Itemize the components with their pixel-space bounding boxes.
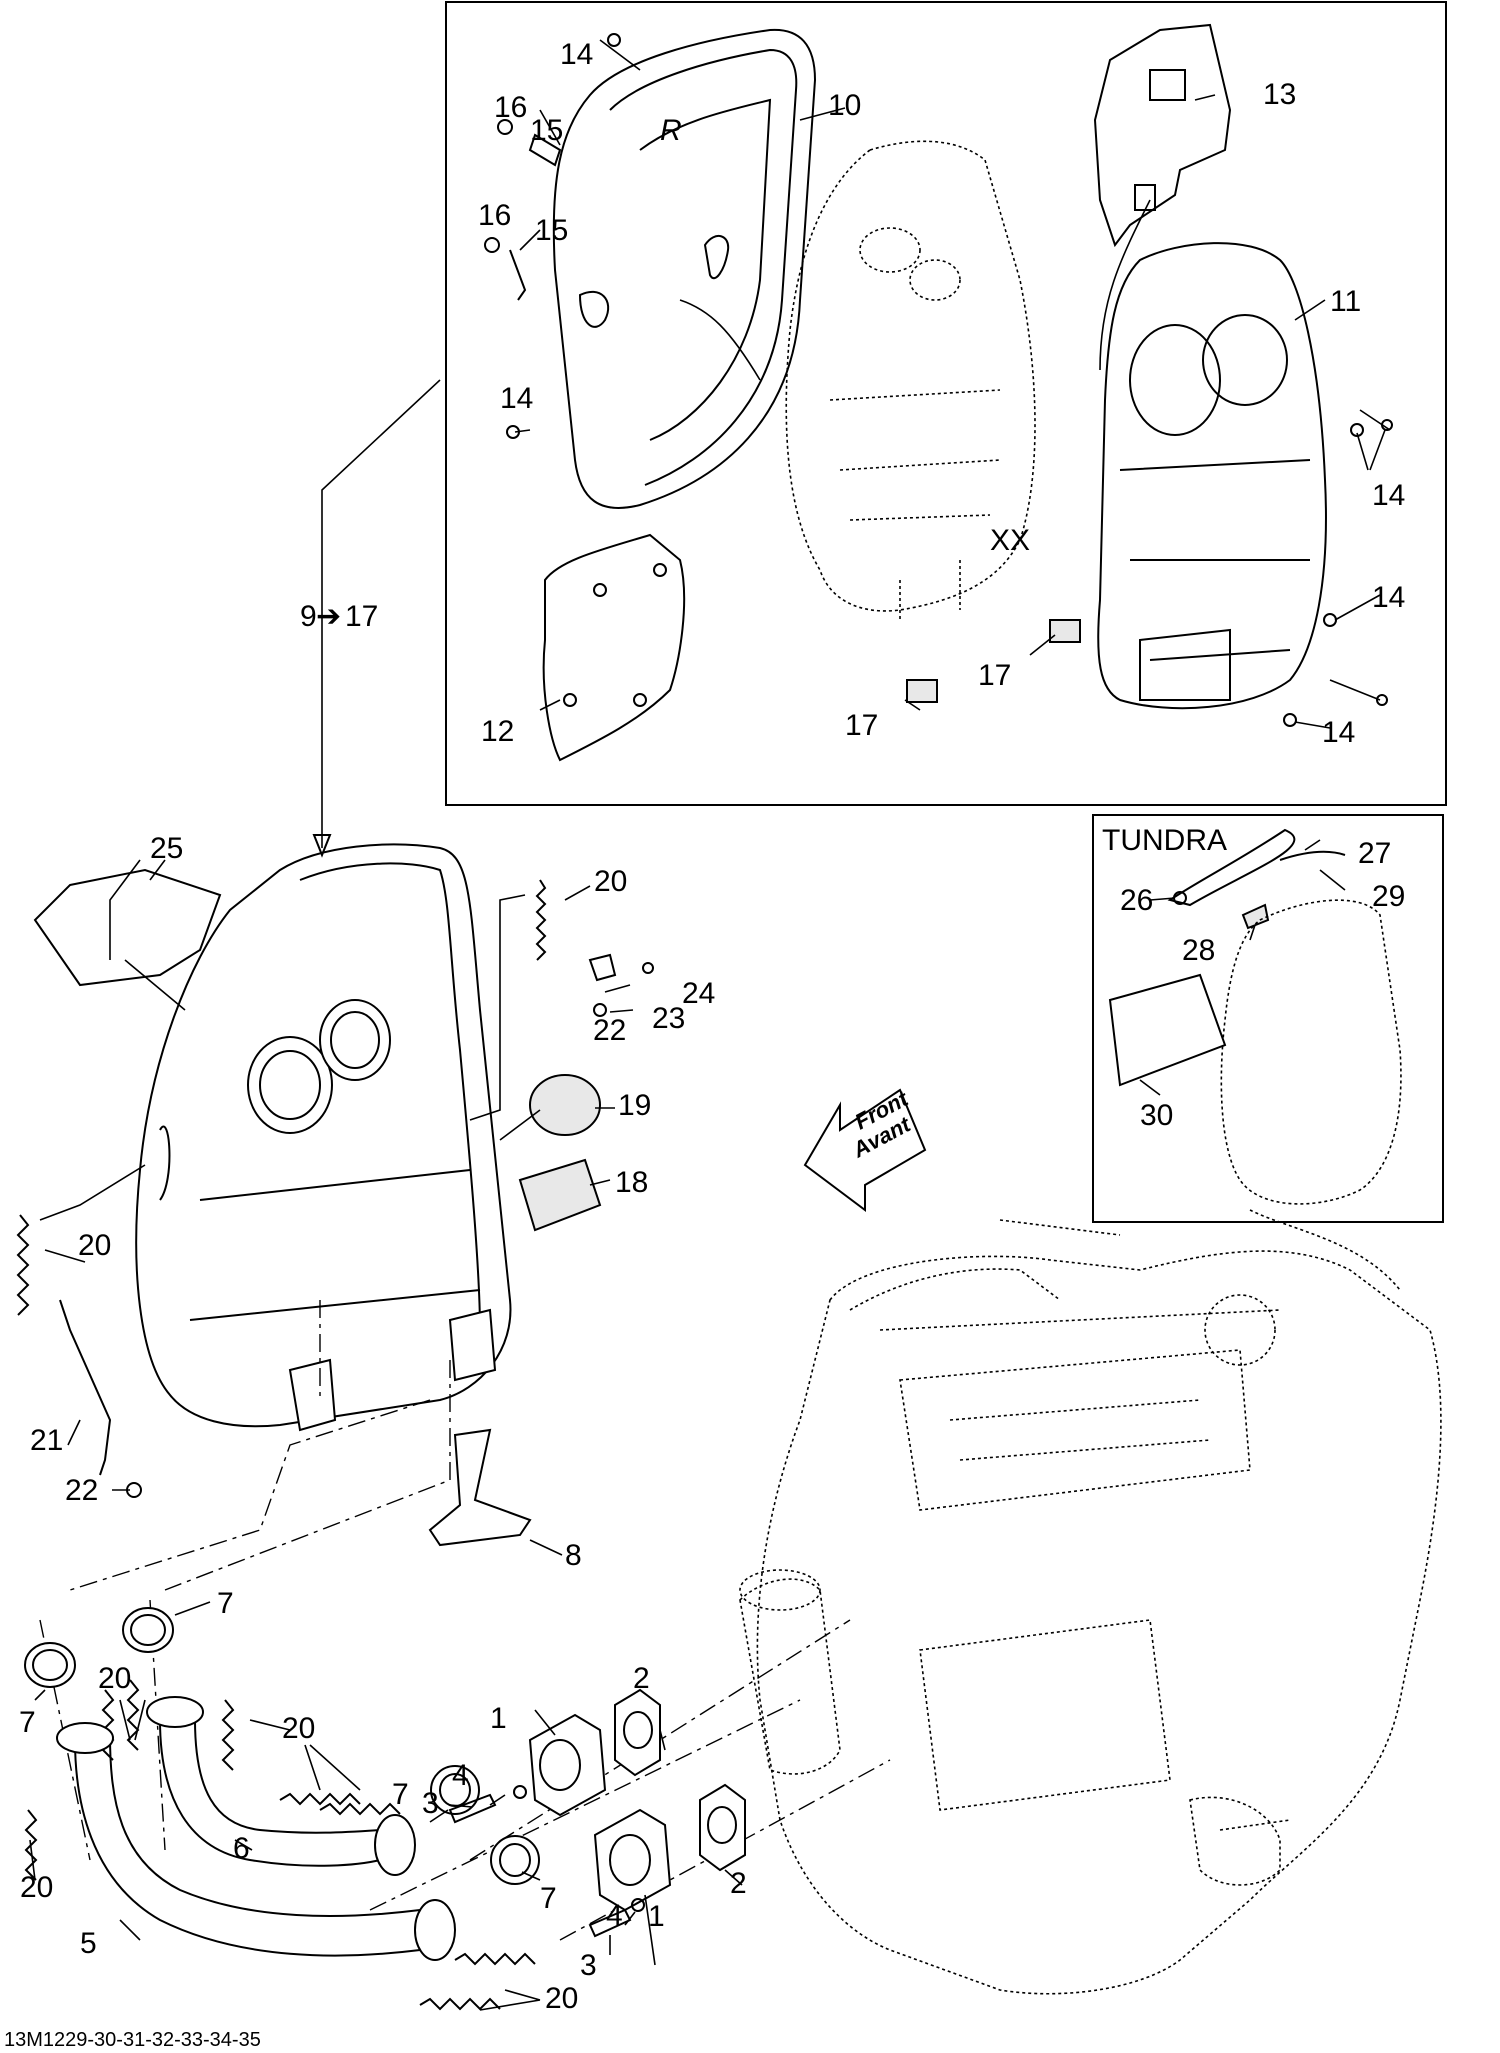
muffler-reference-outline <box>785 140 1036 612</box>
tundra-detail-frame <box>1092 814 1444 1223</box>
callout-13: 13 <box>1263 78 1296 111</box>
callout-labels: 14 16 15 16 15 10 13 11 14 14 14 14 17 1… <box>19 38 1405 2015</box>
flange-1a <box>528 1713 607 1817</box>
callout-3-b: 3 <box>580 1949 597 1982</box>
callout-1-b: 1 <box>648 1900 665 1933</box>
callout-20-b: 20 <box>78 1229 111 1262</box>
callout-17-b: 17 <box>845 709 878 742</box>
grommet-19 <box>529 1074 601 1136</box>
callout-15-b: 15 <box>535 214 568 247</box>
exhaust-pipe-5 <box>74 1739 421 1957</box>
callout-2-b: 2 <box>730 1867 747 1900</box>
callout-7-c: 7 <box>392 1778 409 1811</box>
callout-23: 23 <box>652 1002 685 1035</box>
range-label: 9 ➔ 17 <box>300 600 378 633</box>
callout-8: 8 <box>565 1539 582 1572</box>
callout-16-b: 16 <box>478 199 511 232</box>
callout-16-a: 16 <box>494 91 527 124</box>
gasket-2b <box>699 1783 746 1872</box>
bracket-21 <box>59 1299 112 1476</box>
callout-20-e: 20 <box>20 1871 53 1904</box>
seal-ring-7c <box>430 1765 480 1815</box>
seal-ring-7d <box>490 1835 540 1885</box>
range-arrow: ➔ <box>316 600 341 633</box>
front-direction-arrow: Front Avant <box>803 1085 927 1212</box>
callout-7-b: 7 <box>19 1706 36 1739</box>
muffler-detail-frame <box>445 1 1447 806</box>
callout-1-a: 1 <box>490 1702 507 1735</box>
flange-1b <box>593 1808 672 1912</box>
callout-30: 30 <box>1140 1099 1173 1132</box>
muffler-xx-mark: XX <box>990 524 1030 557</box>
callout-20-f: 20 <box>545 1982 578 2015</box>
callout-4-a: 4 <box>452 1759 469 1792</box>
callout-4-b: 4 <box>606 1899 623 1932</box>
gasket-upper <box>1093 23 1232 248</box>
callout-11: 11 <box>1330 285 1361 318</box>
callout-3-a: 3 <box>422 1787 439 1820</box>
retainer-right <box>1049 619 1081 643</box>
callout-28: 28 <box>1182 934 1215 967</box>
bolt-3a <box>448 1793 497 1824</box>
callout-22-a: 22 <box>593 1014 626 1047</box>
callout-29: 29 <box>1372 880 1405 913</box>
tundra-title: TUNDRA <box>1102 824 1227 857</box>
gasket-lower <box>542 533 686 762</box>
callout-18: 18 <box>615 1166 648 1199</box>
callout-14-d: 14 <box>1372 581 1405 614</box>
callout-21: 21 <box>30 1424 63 1457</box>
figure-code: 13M1229-30-31-32-33-34-35 <box>4 2029 261 2051</box>
outer-heat-shield <box>552 28 817 509</box>
bracket-18 <box>518 1158 602 1232</box>
callout-14-e: 14 <box>1322 716 1355 749</box>
tundra-muffler-reference <box>1220 899 1402 1205</box>
range-from: 9 <box>300 600 317 633</box>
tundra-seat-strip <box>1167 828 1296 907</box>
callout-20-a: 20 <box>594 865 627 898</box>
range-to: 17 <box>345 600 378 633</box>
retainer-left <box>906 679 938 703</box>
callout-19: 19 <box>618 1089 651 1122</box>
callout-10: 10 <box>828 89 861 122</box>
exhaust-pipe-6 <box>159 1719 381 1867</box>
callout-20-c: 20 <box>98 1662 131 1695</box>
gasket-2a <box>614 1688 661 1777</box>
callout-27: 27 <box>1358 837 1391 870</box>
callout-17-a: 17 <box>978 659 1011 692</box>
callout-20-d: 20 <box>282 1712 315 1745</box>
callout-14-c: 14 <box>1372 479 1405 512</box>
callout-15-a: 15 <box>530 114 563 147</box>
inner-heat-shield <box>1097 242 1327 710</box>
bolt-3b <box>588 1908 632 1938</box>
callout-14-b: 14 <box>500 382 533 415</box>
engine-reference <box>739 1209 1442 1995</box>
gasket-25 <box>33 868 222 987</box>
shield-logo-mark: R <box>660 114 682 147</box>
tundra-pad <box>1108 973 1227 1087</box>
callout-22-b: 22 <box>65 1474 98 1507</box>
callout-24: 24 <box>682 977 715 1010</box>
callout-25: 25 <box>150 832 183 865</box>
callout-14-a: 14 <box>560 38 593 71</box>
callout-26: 26 <box>1120 884 1153 917</box>
plate-8 <box>428 1428 532 1547</box>
callout-6: 6 <box>233 1832 250 1865</box>
callout-12: 12 <box>481 715 514 748</box>
callout-5: 5 <box>80 1927 97 1960</box>
callout-7-d: 7 <box>540 1882 557 1915</box>
callout-2-a: 2 <box>633 1662 650 1695</box>
callout-7-a: 7 <box>217 1587 234 1620</box>
